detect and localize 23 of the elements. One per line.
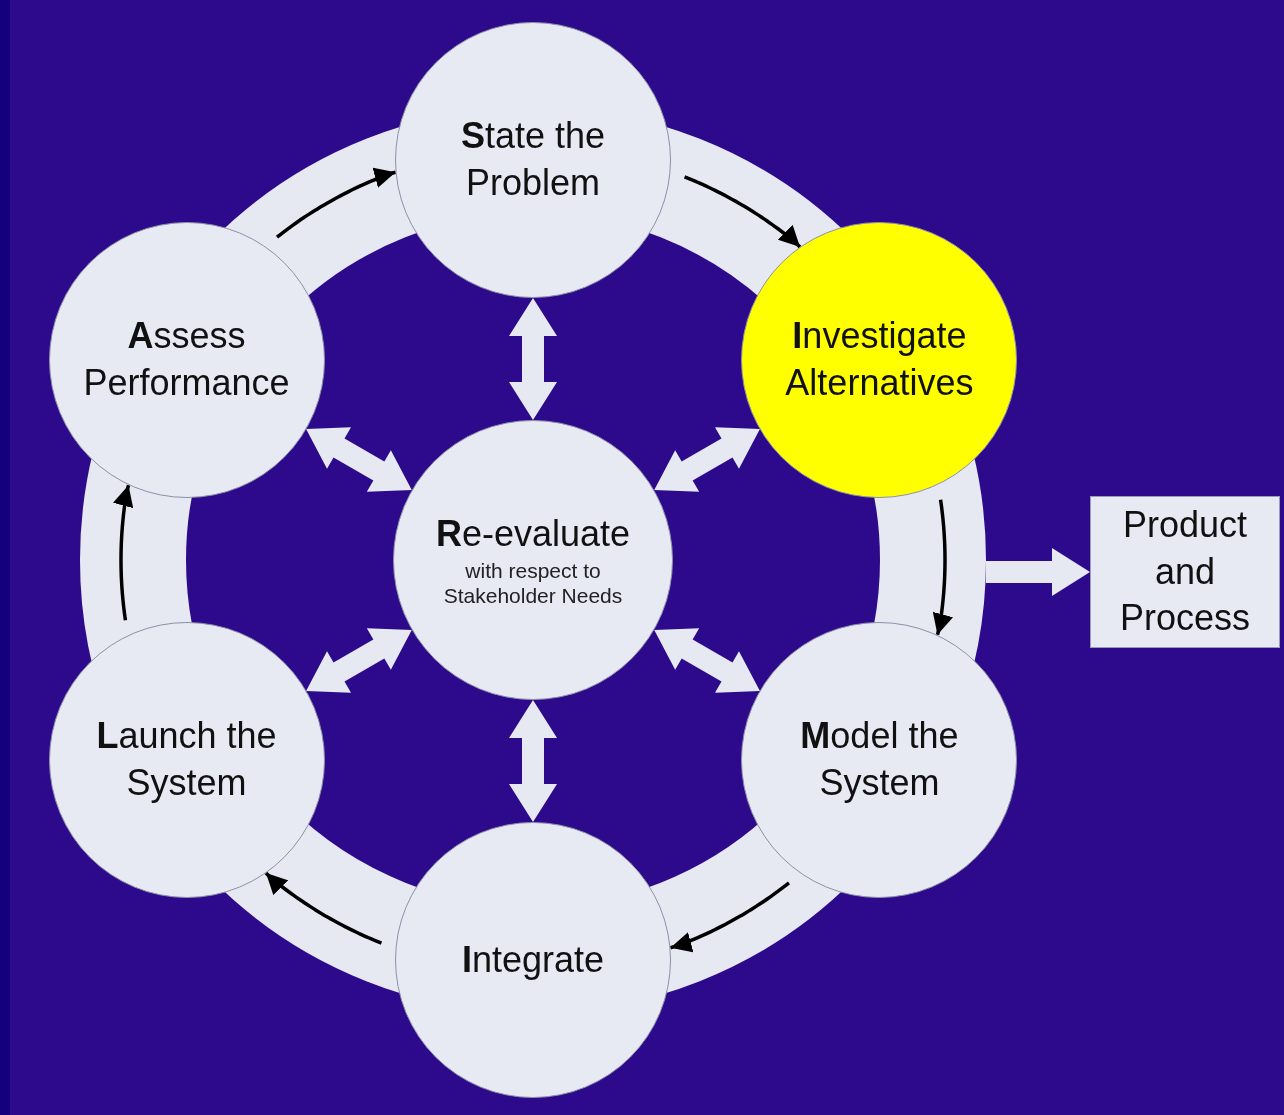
arrow <box>275 167 396 239</box>
arrow <box>932 499 954 636</box>
double-block-arrow <box>654 427 760 492</box>
node-label: Investigate Alternatives <box>784 314 975 405</box>
double-block-arrow <box>986 548 1090 596</box>
arrow <box>683 175 802 249</box>
node-label: Assess Performance <box>82 314 291 405</box>
arrow <box>112 484 134 621</box>
arrow <box>670 881 791 953</box>
node-label: State the Problem <box>459 114 607 205</box>
node-label: Product and Process <box>1118 502 1251 641</box>
double-block-arrow <box>654 628 760 693</box>
node-label: Model the System <box>799 714 960 805</box>
node-label: Launch the System <box>95 714 278 805</box>
double-block-arrow <box>509 298 557 420</box>
double-block-arrow <box>306 628 412 693</box>
output-box <box>1090 496 1280 648</box>
arrow <box>264 871 383 945</box>
node-subtitle: with respect to Stakeholder Needs <box>442 558 624 609</box>
double-block-arrow <box>509 700 557 822</box>
node-label: Integrate <box>461 937 605 982</box>
double-block-arrow <box>306 427 412 492</box>
node-label: Re-evaluate <box>435 512 631 557</box>
